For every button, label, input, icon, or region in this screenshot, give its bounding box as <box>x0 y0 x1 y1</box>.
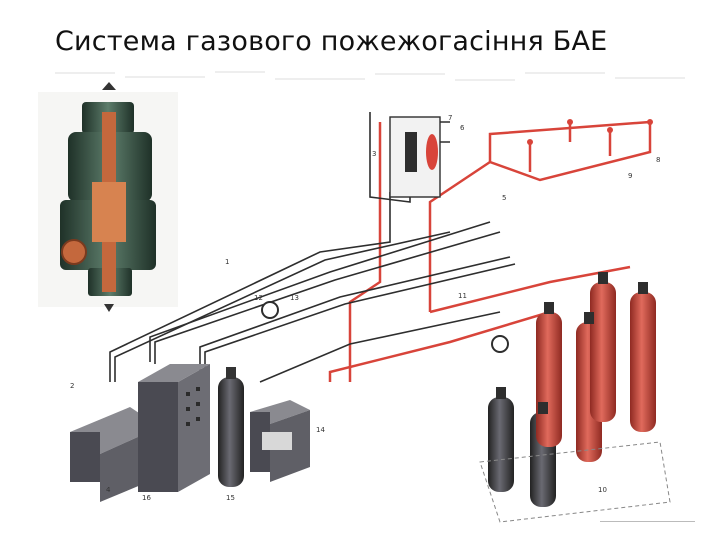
diagram-label: 12 <box>254 294 263 302</box>
diagram-label: 7 <box>448 114 452 122</box>
decorative-band <box>55 71 685 81</box>
relay-panel <box>389 116 441 198</box>
diagram-label: 16 <box>142 494 151 502</box>
diagram-label: 2 <box>70 382 74 390</box>
diagram-label: 10 <box>598 486 607 494</box>
pressure-gauge-icon <box>261 301 559 371</box>
slide-title: Система газового пожежогасіння БАЕ <box>55 26 608 57</box>
image-credit-line <box>600 521 695 522</box>
nozzle-icon <box>527 119 653 145</box>
valve-cutaway-icon <box>38 82 178 312</box>
diagram-label: 1 <box>225 258 229 266</box>
red-pipe-network <box>328 120 652 382</box>
diagram-label: 15 <box>226 494 235 502</box>
diagram-label: 14 <box>316 426 325 434</box>
cylinder-bank <box>479 272 671 523</box>
fire-suppression-diagram: 1 2 3 4 5 6 7 8 9 10 11 12 13 14 15 16 <box>38 82 671 523</box>
control-cabinet-icon <box>70 364 310 502</box>
diagram-label: 13 <box>290 294 299 302</box>
gas-cylinder-icon <box>218 367 244 487</box>
diagram-label: 11 <box>458 292 467 300</box>
diagram-label: 5 <box>502 194 506 202</box>
diagram-label: 3 <box>372 150 376 158</box>
diagram-label: 9 <box>628 172 632 180</box>
diagram-label: 4 <box>106 486 111 494</box>
diagram-label: 6 <box>460 124 465 132</box>
diagram-label: 8 <box>656 156 660 164</box>
